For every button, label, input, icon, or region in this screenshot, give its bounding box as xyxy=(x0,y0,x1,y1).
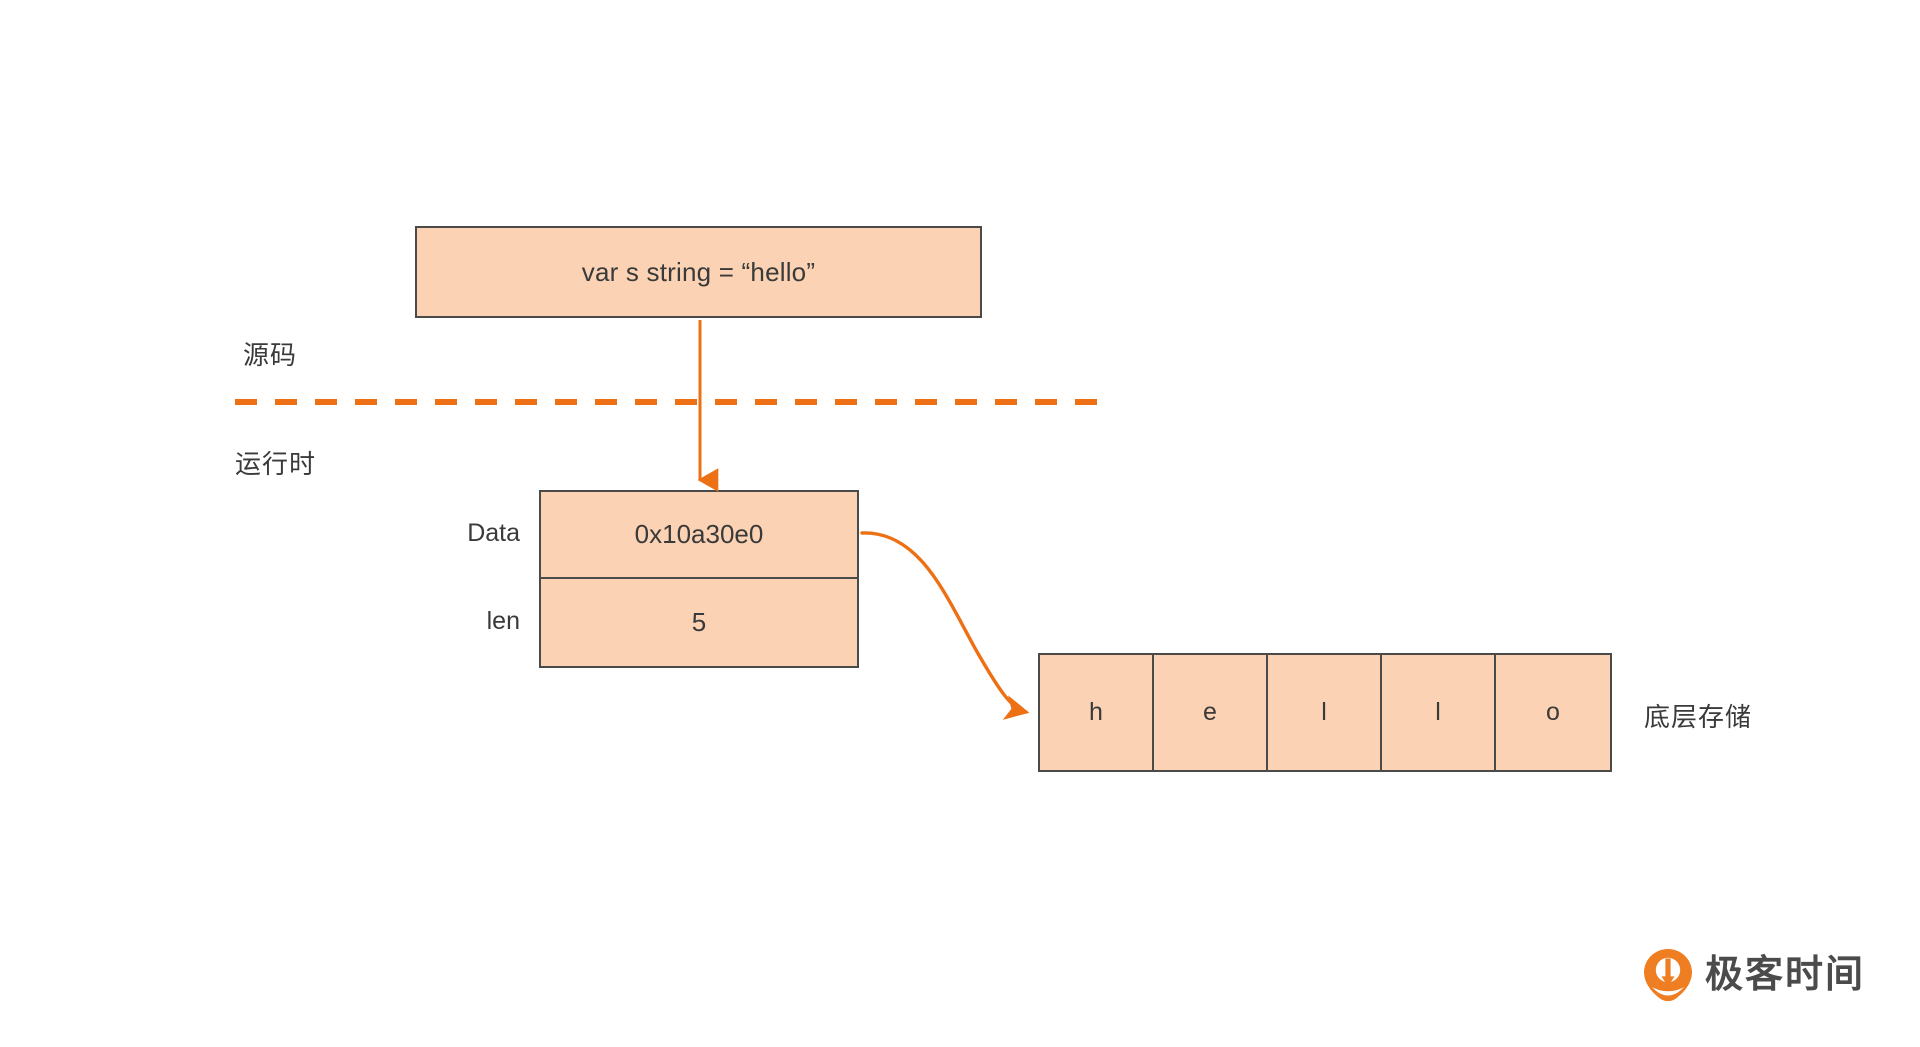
section-label-runtime: 运行时 xyxy=(235,449,317,479)
byte-cell: l xyxy=(1268,655,1382,770)
section-label-storage: 底层存储 xyxy=(1644,702,1753,732)
byte-cell: l xyxy=(1382,655,1496,770)
byte-cell: o xyxy=(1546,698,1560,726)
struct-field-data-value: 0x10a30e0 xyxy=(541,492,857,579)
struct-field-len-value: 5 xyxy=(691,607,707,637)
source-code-box: var s string = “hello” xyxy=(415,226,982,318)
byte-cell: h xyxy=(1040,655,1154,770)
arrow-data-pointer-to-bytes xyxy=(860,531,1030,720)
brand-name: 极客时间 xyxy=(1705,954,1866,996)
geektime-logo-icon xyxy=(1644,949,1692,1001)
brand-logo: 极客时间 xyxy=(1643,948,1865,1002)
section-label-source: 源码 xyxy=(243,340,298,370)
source-code-text: var s string = “hello” xyxy=(581,256,816,287)
byte-cell: e xyxy=(1154,655,1268,770)
string-header-box: 0x10a30e0 5 xyxy=(539,490,859,668)
field-label-data: Data xyxy=(467,519,520,547)
byte-array: h e l l o xyxy=(1038,653,1612,772)
field-label-len: len xyxy=(486,607,520,635)
